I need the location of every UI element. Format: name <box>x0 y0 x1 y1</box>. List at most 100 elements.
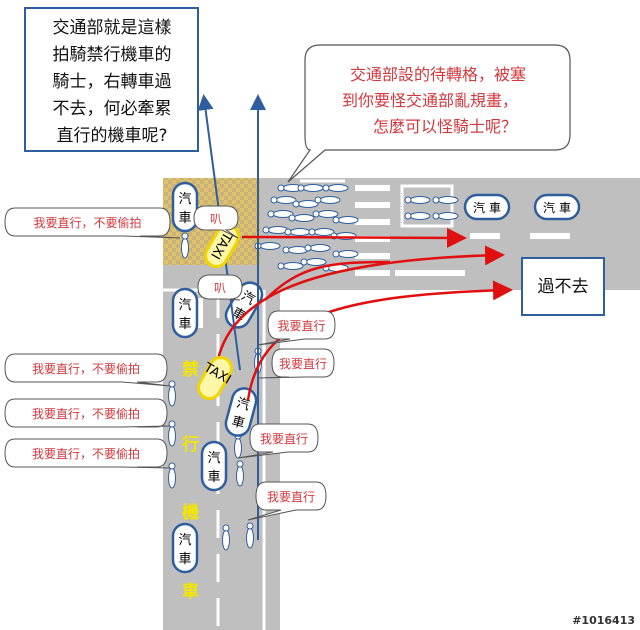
svg-text:車: 車 <box>489 201 501 215</box>
motorcycle-icon <box>308 228 335 236</box>
waiting-box-right <box>400 184 454 228</box>
svg-text:直行的機車呢?: 直行的機車呢? <box>56 126 167 146</box>
svg-text:不去，何必牽累: 不去，何必牽累 <box>53 99 172 119</box>
motorcycle-icon <box>297 184 324 192</box>
motorcycle-icon <box>262 226 289 234</box>
motorcycle-icon <box>168 380 176 407</box>
svg-text:車: 車 <box>207 470 220 485</box>
motorcycle-icon <box>312 210 339 218</box>
motorcycle-icon <box>270 196 297 204</box>
motorcycle-icon <box>300 258 327 266</box>
svg-text:我要直行: 我要直行 <box>277 319 325 333</box>
motorcycle-icon <box>332 216 359 224</box>
lane-mark <box>470 233 500 239</box>
motorcycle-icon <box>222 524 230 551</box>
car: 汽車 <box>200 440 228 492</box>
motorcycle-icon <box>292 200 319 208</box>
svg-text:怎麼可以怪騎士呢？: 怎麼可以怪騎士呢？ <box>373 117 517 136</box>
svg-text:汽: 汽 <box>235 396 251 414</box>
motorcycle-icon <box>181 232 189 259</box>
svg-text:我要直行，不要偷拍: 我要直行，不要偷拍 <box>33 215 141 230</box>
svg-text:過不去: 過不去 <box>538 277 589 297</box>
motorcycle-icon <box>236 460 244 487</box>
svg-text:叭: 叭 <box>214 281 226 295</box>
motorcycle-icon <box>314 196 341 204</box>
right-top-callout: 交通部設的待轉格，被塞 到你要怪交通部亂規畫， 怎麼可以怪騎士呢？ <box>287 44 571 183</box>
motorcycle-icon <box>404 196 431 204</box>
motorcycle-icon <box>304 244 331 252</box>
motorcycle-icon <box>288 214 315 222</box>
motorcycle-icon <box>432 212 459 220</box>
motorcycle-icon <box>332 250 359 258</box>
svg-text:到你要怪交通部亂規畫，: 到你要怪交通部亂規畫， <box>342 91 518 110</box>
svg-text:汽: 汽 <box>178 533 191 548</box>
svg-text:我要直行，不要偷拍: 我要直行，不要偷拍 <box>32 446 140 461</box>
svg-text:叭: 叭 <box>210 212 222 226</box>
motorcycle-icon <box>254 242 281 250</box>
honk-bubble: 叭 <box>197 274 243 301</box>
motorcycle-icon <box>404 212 431 220</box>
svg-text:機: 機 <box>182 502 199 523</box>
svg-text:汽: 汽 <box>473 200 485 215</box>
taxi: TAXI <box>204 223 240 269</box>
svg-text:禁: 禁 <box>182 359 199 380</box>
no-motorcycle-lane-marking: 禁 行 機 車 <box>181 359 199 602</box>
red-arrow <box>246 280 513 401</box>
svg-text:汽: 汽 <box>178 298 191 313</box>
motorcycle-icon <box>284 228 311 236</box>
red-arrow <box>213 245 505 386</box>
motorcycle-icon <box>168 462 176 489</box>
motorcycle-icon <box>277 262 304 270</box>
svg-text:車: 車 <box>182 581 199 602</box>
speech-bubble: 我要直行，不要偷拍 <box>4 398 171 428</box>
honk-bubble: 叭 <box>193 205 239 239</box>
svg-text:汽: 汽 <box>238 289 257 308</box>
motorcycle-icon <box>432 196 459 204</box>
motorcycle-icon <box>168 420 176 447</box>
svg-text:汽: 汽 <box>207 451 220 466</box>
car: 汽車 <box>533 193 581 221</box>
blocked-box: 過不去 <box>521 257 605 316</box>
motorcycle-icon <box>267 210 294 218</box>
svg-text:我要直行: 我要直行 <box>260 432 308 446</box>
svg-text:車: 車 <box>178 317 191 332</box>
motorcycle-icon <box>246 522 254 549</box>
svg-text:車: 車 <box>178 211 191 226</box>
lane-mark <box>530 233 570 239</box>
cars: 汽車汽車汽車汽車汽車汽車汽車汽車 <box>171 181 581 574</box>
left-top-callout: 交通部就是這樣 拍騎禁行機車的 騎士，右轉車過 不去，何必牽累 直行的機車呢? <box>24 7 199 152</box>
watermark: #1016413 <box>572 614 635 627</box>
svg-text:車: 車 <box>559 201 571 215</box>
red-arrow <box>264 260 391 301</box>
car: 汽車 <box>171 287 199 339</box>
svg-text:汽: 汽 <box>178 192 191 207</box>
speech-bubble: 我要直行，不要偷拍 <box>4 353 171 387</box>
motorcycle-icon <box>282 246 309 254</box>
motorcycle-icon <box>322 184 349 192</box>
car: 汽車 <box>224 387 258 437</box>
red-arrow <box>241 227 467 248</box>
taxi: TAXI <box>197 355 233 401</box>
svg-text:交通部設的待轉格，被塞: 交通部設的待轉格，被塞 <box>350 65 526 84</box>
svg-text:行: 行 <box>181 434 199 455</box>
svg-text:我要直行，不要偷拍: 我要直行，不要偷拍 <box>32 361 140 376</box>
speech-bubble: 我要直行，不要偷拍 <box>4 207 181 239</box>
svg-text:交通部就是這樣: 交通部就是這樣 <box>53 18 172 38</box>
svg-text:汽: 汽 <box>543 200 555 215</box>
lane-mark <box>395 270 465 276</box>
car: 汽車 <box>171 522 199 574</box>
speech-bubble: 我要直行 <box>237 423 319 459</box>
svg-text:我要直行，不要偷拍: 我要直行，不要偷拍 <box>32 406 140 421</box>
svg-text:我要直行: 我要直行 <box>267 490 315 504</box>
motorcycles <box>168 184 459 551</box>
svg-text:騎士，右轉車過: 騎士，右轉車過 <box>53 72 172 92</box>
svg-text:車: 車 <box>230 414 246 432</box>
speech-bubble: 我要直行，不要偷拍 <box>4 438 171 469</box>
svg-text:車: 車 <box>178 552 191 567</box>
car: 汽車 <box>463 193 511 221</box>
speech-bubbles: 我要直行，不要偷拍我要直行，不要偷拍我要直行，不要偷拍我要直行，不要偷拍我要直行… <box>4 205 336 521</box>
svg-text:我要直行: 我要直行 <box>279 357 327 371</box>
speech-bubble: 我要直行 <box>257 348 335 379</box>
